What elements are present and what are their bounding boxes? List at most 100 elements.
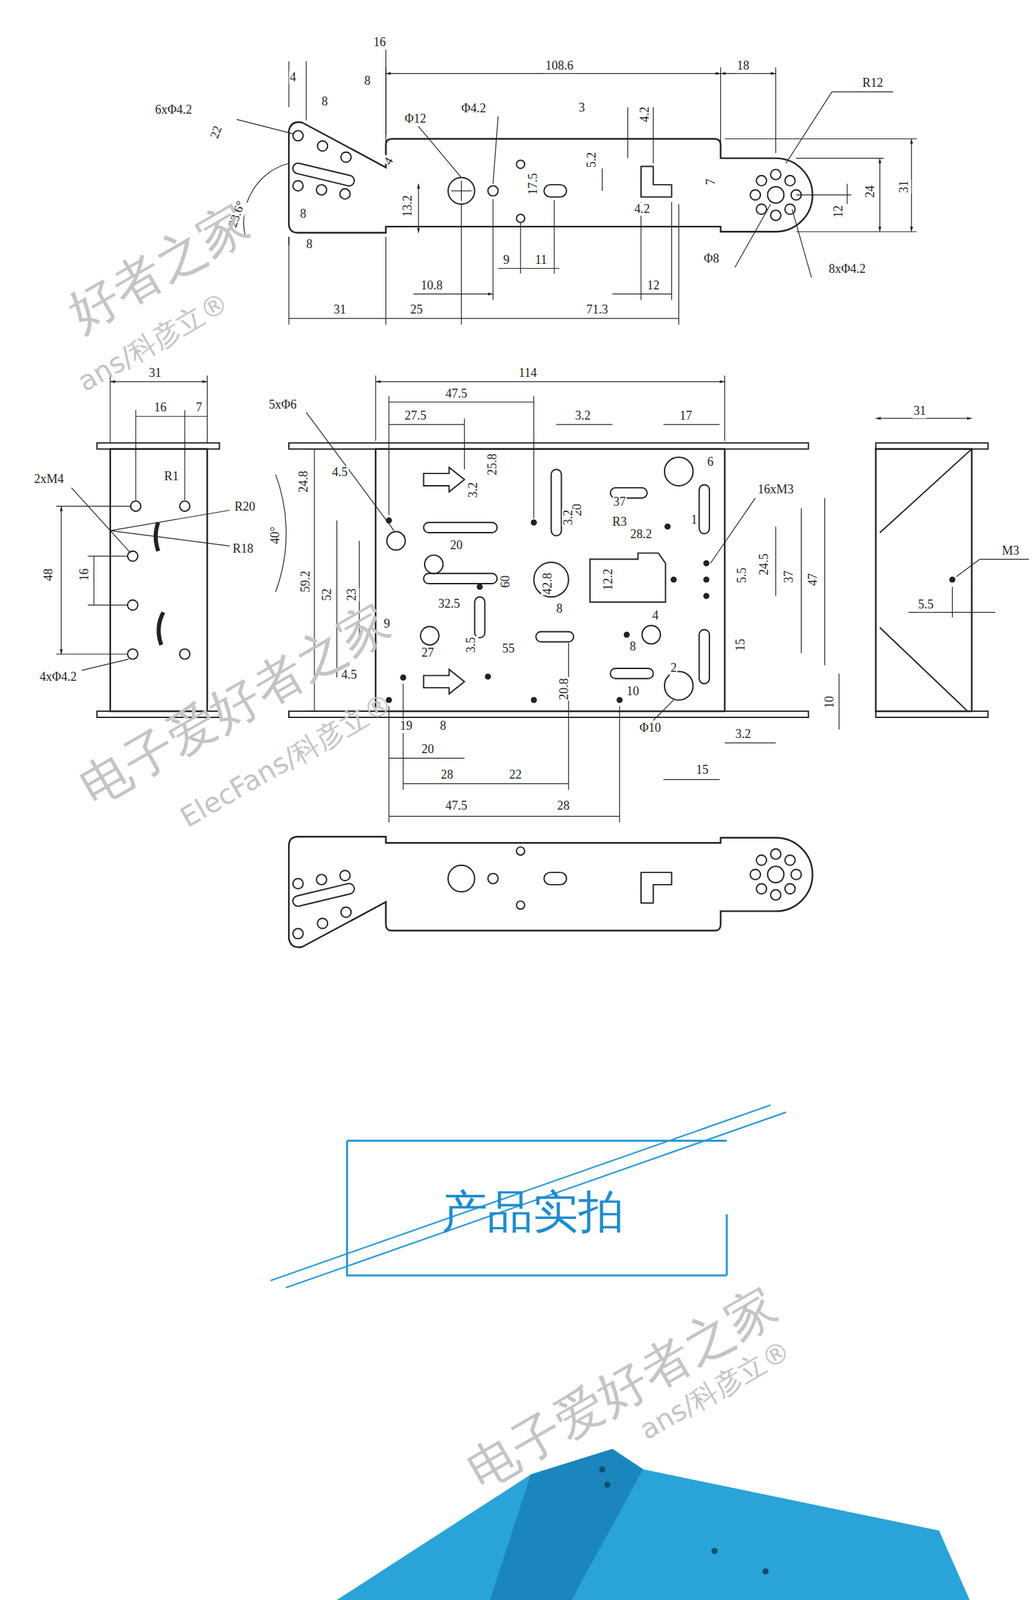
- dimension-label: 31: [332, 303, 347, 318]
- dimension-label: 42.8: [541, 572, 555, 596]
- dimension-label: 48: [42, 568, 56, 582]
- dimension-label: 3.2: [466, 481, 481, 500]
- dimension-label: 4: [651, 609, 660, 624]
- dimension-label: 5.5: [917, 598, 935, 613]
- dimension-label: 9: [502, 253, 511, 268]
- dimension-label: 4.2: [638, 106, 653, 124]
- dimension-label: M3: [1000, 544, 1020, 559]
- bottom-view: [288, 836, 813, 948]
- dimension-label: 5.5: [735, 567, 750, 585]
- dimension-label: 37: [782, 570, 797, 584]
- dimension-label: 1: [690, 513, 698, 528]
- dimension-label: R3: [611, 515, 628, 530]
- dimension-label: 25: [409, 303, 424, 318]
- dimension-label: 52: [320, 588, 335, 602]
- dimension-label: 4.2: [633, 202, 651, 217]
- dimension-label: 19: [399, 719, 413, 734]
- title-frame: [270, 1105, 786, 1289]
- dimension-label: 24: [863, 184, 878, 199]
- dimension-label: 15: [734, 638, 748, 653]
- dimension-label: 15: [695, 763, 710, 778]
- dimension-label: 2xM4: [33, 472, 65, 487]
- dimension-label: 108.6: [544, 59, 575, 74]
- dimension-label: 37: [612, 495, 627, 510]
- dimension-label: 8: [555, 602, 564, 617]
- dimension-label: 27.5: [403, 409, 428, 424]
- dimension-label: Φ8: [703, 252, 720, 267]
- dimension-label: 20: [420, 743, 435, 757]
- product-photo: [337, 1449, 970, 1600]
- dimension-label: 40°: [268, 526, 283, 546]
- dimension-label: 31: [148, 366, 162, 381]
- dimension-label: 18: [736, 59, 750, 74]
- dimension-label: 3.2: [734, 727, 753, 742]
- dimension-label: 20: [449, 539, 464, 553]
- dimension-label: 4.5: [331, 465, 349, 480]
- dimension-label: 16: [372, 35, 387, 50]
- dimension-label: 8: [439, 719, 447, 734]
- dimension-label: 12: [646, 279, 661, 293]
- dimension-label: 13.2: [401, 194, 415, 218]
- dimension-label: R18: [231, 542, 254, 557]
- dimension-label: 16: [77, 568, 92, 582]
- dimension-label: 47.5: [444, 387, 469, 402]
- section-heading: 产品实拍: [441, 1187, 624, 1239]
- section-heading-box: 产品实拍: [436, 1184, 630, 1241]
- dimension-label: 3.5: [464, 636, 479, 655]
- dimension-label: 8: [363, 75, 372, 89]
- dimension-label: 12.2: [601, 568, 616, 592]
- dimension-label: 16xM3: [756, 483, 795, 498]
- dimension-label: 47: [806, 572, 821, 587]
- dimension-label: 55: [501, 642, 515, 657]
- dimension-label: 20.8: [557, 677, 572, 702]
- dimension-label: 22: [207, 124, 225, 143]
- dimension-label: 31: [912, 404, 927, 419]
- dimension-label: 28.2: [629, 528, 653, 542]
- dimension-label: 4: [288, 71, 297, 85]
- dimension-label: 10: [625, 685, 640, 699]
- dimension-label: 16: [153, 401, 167, 415]
- dimension-label: 12: [832, 204, 846, 219]
- dimension-label: Φ4.2: [460, 102, 487, 117]
- dimension-label: 10: [823, 695, 837, 710]
- dimension-label: 6xΦ4.2: [154, 103, 194, 118]
- dimension-label: 27: [420, 646, 435, 661]
- dimension-label: 3: [578, 101, 586, 116]
- dimension-label: 17.5: [527, 172, 542, 196]
- watermark: 好者之家: [59, 196, 257, 339]
- dimension-label: 8: [629, 640, 637, 655]
- dimension-label: 24.5: [757, 552, 772, 577]
- dimension-label: Φ12: [403, 112, 427, 127]
- dimension-label: 4.5: [340, 668, 358, 683]
- dimension-label: 71.3: [585, 303, 609, 318]
- dimension-label: 4xΦ4.2: [39, 670, 78, 685]
- right-view: [875, 418, 1029, 718]
- top-view: [237, 46, 917, 325]
- dimension-label: 114: [517, 366, 537, 381]
- dimension-label: 5xΦ6: [268, 398, 298, 413]
- dimension-label: 28: [556, 799, 571, 814]
- dimension-label: 8xΦ4.2: [827, 262, 867, 277]
- dimension-label: 22: [508, 768, 523, 783]
- dimension-label: R20: [233, 500, 256, 515]
- dimension-label: 8: [320, 95, 329, 109]
- dimension-label: 8: [299, 207, 307, 222]
- dimension-label: 5.2: [585, 151, 600, 169]
- dimension-label: 25.8: [485, 452, 500, 477]
- dimension-label: 3.2: [574, 409, 592, 424]
- dimension-label: 59.2: [299, 570, 313, 594]
- dimension-label: 10.8: [420, 279, 444, 293]
- dimension-label: 23: [345, 588, 360, 602]
- dimension-label: R12: [861, 77, 884, 91]
- dimension-label: 2: [670, 661, 678, 676]
- dimension-label: 8: [305, 237, 313, 252]
- dimension-label: 3.2: [561, 508, 576, 526]
- dimension-label: 60: [499, 574, 514, 589]
- dimension-label: 17: [678, 409, 693, 424]
- dimension-label: 7: [704, 177, 719, 186]
- dimension-label: Φ10: [639, 721, 662, 736]
- dimension-label: 7: [195, 401, 203, 415]
- dimension-label: R1: [163, 470, 180, 484]
- dimension-label: 6: [706, 455, 715, 470]
